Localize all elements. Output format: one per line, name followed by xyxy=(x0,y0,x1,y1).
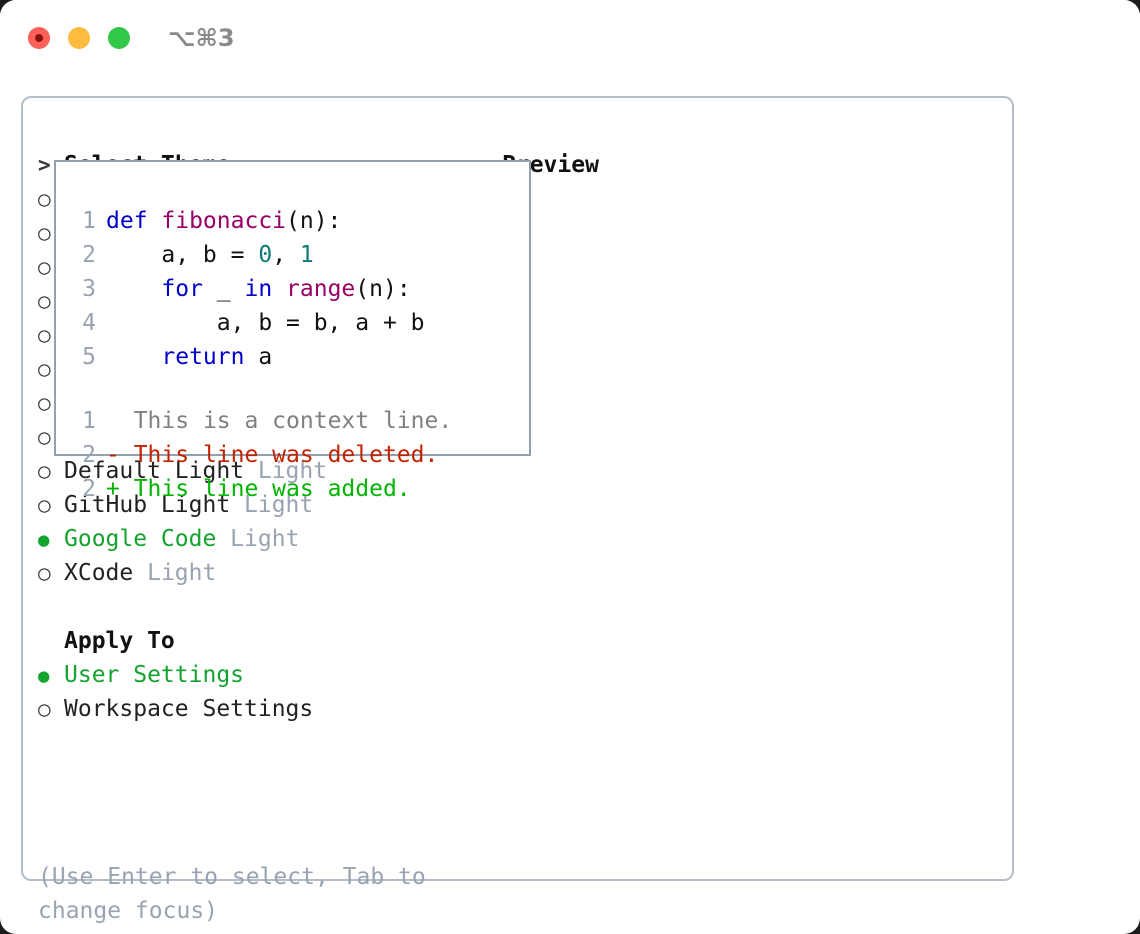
diff-text: This is a context line. xyxy=(119,408,453,434)
apply-to-list: ● User Settings ○ Workspace Settings xyxy=(38,658,498,726)
code-line: 3 for _ in range(n): xyxy=(68,272,528,306)
diff-line: 2- This line was deleted. xyxy=(68,438,528,472)
diff-sign: - xyxy=(106,442,120,468)
apply-to-name: Workspace Settings xyxy=(64,696,314,722)
minimize-window-button[interactable] xyxy=(68,27,90,49)
diff-line-number: 1 xyxy=(82,408,96,434)
code-token-plain: (n): xyxy=(355,276,411,302)
code-token-plain: , xyxy=(272,242,300,268)
theme-list-item[interactable]: ○ XCode Light xyxy=(38,556,498,590)
code-token-plain xyxy=(106,276,161,302)
code-line-number: 4 xyxy=(82,310,96,336)
theme-name: XCode xyxy=(64,560,134,586)
theme-variant-badge: Light xyxy=(244,458,328,484)
diff-text: This line was added. xyxy=(119,476,411,502)
apply-to-list-item[interactable]: ● User Settings xyxy=(38,658,498,692)
radio-unselected-icon[interactable]: ○ xyxy=(38,561,51,585)
close-window-button[interactable] xyxy=(28,27,50,49)
radio-selected-icon[interactable]: ● xyxy=(38,529,50,551)
code-token-kw: in xyxy=(244,276,273,302)
code-token-plain: a, b = b, a + b xyxy=(106,310,425,336)
theme-name: Default Light xyxy=(64,458,245,484)
code-token-num: 0 xyxy=(258,242,273,268)
maximize-window-button[interactable] xyxy=(108,27,130,49)
radio-unselected-icon[interactable]: ○ xyxy=(38,425,51,449)
radio-unselected-icon[interactable]: ○ xyxy=(38,323,51,347)
theme-name: GitHub Light xyxy=(64,492,231,518)
code-token-fn: range xyxy=(286,276,356,302)
radio-unselected-icon[interactable]: ○ xyxy=(38,221,51,245)
code-token-kw: for xyxy=(161,276,203,302)
code-token-plain xyxy=(106,344,161,370)
diff-sign xyxy=(106,408,120,434)
apply-to-label: Apply To xyxy=(64,628,175,654)
code-token-plain: (n): xyxy=(286,208,342,234)
diff-line: 2 + This line was added. xyxy=(68,472,528,506)
main-panel: >Select Theme ○ANSI Dark○Atom One Dark○A… xyxy=(21,96,1014,924)
code-diff-separator xyxy=(68,374,528,404)
radio-unselected-icon[interactable]: ○ xyxy=(38,391,51,415)
code-token-plain: a, b = xyxy=(106,242,259,268)
diff-lines: 1 This is a context line.2- This line wa… xyxy=(68,404,528,506)
theme-name: Google Code xyxy=(64,526,217,552)
code-token-fn: fibonacci xyxy=(161,208,287,234)
apply-to-header: ○Apply To xyxy=(38,624,498,658)
diff-line-number: 2 xyxy=(82,442,96,468)
code-token-plain xyxy=(272,276,286,302)
code-line: 5 return a xyxy=(68,340,528,374)
diff-line: 1 This is a context line. xyxy=(68,404,528,438)
code-line: 4 a, b = b, a + b xyxy=(68,306,528,340)
prompt-caret-icon: > xyxy=(38,153,51,177)
code-token-kw: return xyxy=(161,344,245,370)
theme-list-item[interactable]: ● Google Code Light xyxy=(38,522,498,556)
keyboard-hint-text: (Use Enter to select, Tab to change focu… xyxy=(38,864,426,924)
code-line-number: 3 xyxy=(82,276,96,302)
radio-unselected-icon[interactable]: ○ xyxy=(38,289,51,313)
title-bar: ⌥⌘3 xyxy=(0,0,1140,78)
theme-variant-badge: Light xyxy=(230,492,314,518)
radio-unselected-icon[interactable]: ○ xyxy=(38,493,51,517)
code-line: 2 a, b = 0, 1 xyxy=(68,238,528,272)
code-line-number: 5 xyxy=(82,344,96,370)
code-line-number: 2 xyxy=(82,242,96,268)
preview-title: Preview xyxy=(502,152,599,178)
theme-variant-badge: Light xyxy=(133,560,217,586)
preview-column: Preview xyxy=(502,148,1002,182)
keyboard-shortcut-label: ⌥⌘3 xyxy=(168,24,235,52)
apply-to-list-item[interactable]: ○ Workspace Settings xyxy=(38,692,498,726)
code-line: 1 def fibonacci(n): xyxy=(68,204,528,238)
theme-list-item[interactable]: ○ GitHub Light Light xyxy=(38,488,498,522)
apply-to-marker-placeholder: ○ xyxy=(38,624,64,658)
apply-to-name: User Settings xyxy=(64,662,245,688)
spacer xyxy=(38,590,498,624)
theme-variant-badge: Light xyxy=(216,526,300,552)
radio-selected-icon[interactable]: ● xyxy=(38,665,50,687)
diff-text: This line was deleted. xyxy=(119,442,439,468)
code-token-plain: _ xyxy=(202,276,245,302)
radio-unselected-icon[interactable]: ○ xyxy=(38,187,51,211)
radio-unselected-icon[interactable]: ○ xyxy=(38,357,51,381)
code-line-number: 1 xyxy=(82,208,96,234)
radio-unselected-icon[interactable]: ○ xyxy=(38,697,51,721)
code-token-plain: a xyxy=(244,344,273,370)
theme-list-item[interactable]: ○ Default Light Light xyxy=(38,454,498,488)
diff-sign: + xyxy=(106,476,120,502)
code-token-kw: def xyxy=(106,208,162,234)
code-token-num: 1 xyxy=(299,242,314,268)
diff-line-number: 2 xyxy=(82,476,96,502)
radio-unselected-icon[interactable]: ○ xyxy=(38,255,51,279)
radio-unselected-icon[interactable]: ○ xyxy=(38,459,51,483)
